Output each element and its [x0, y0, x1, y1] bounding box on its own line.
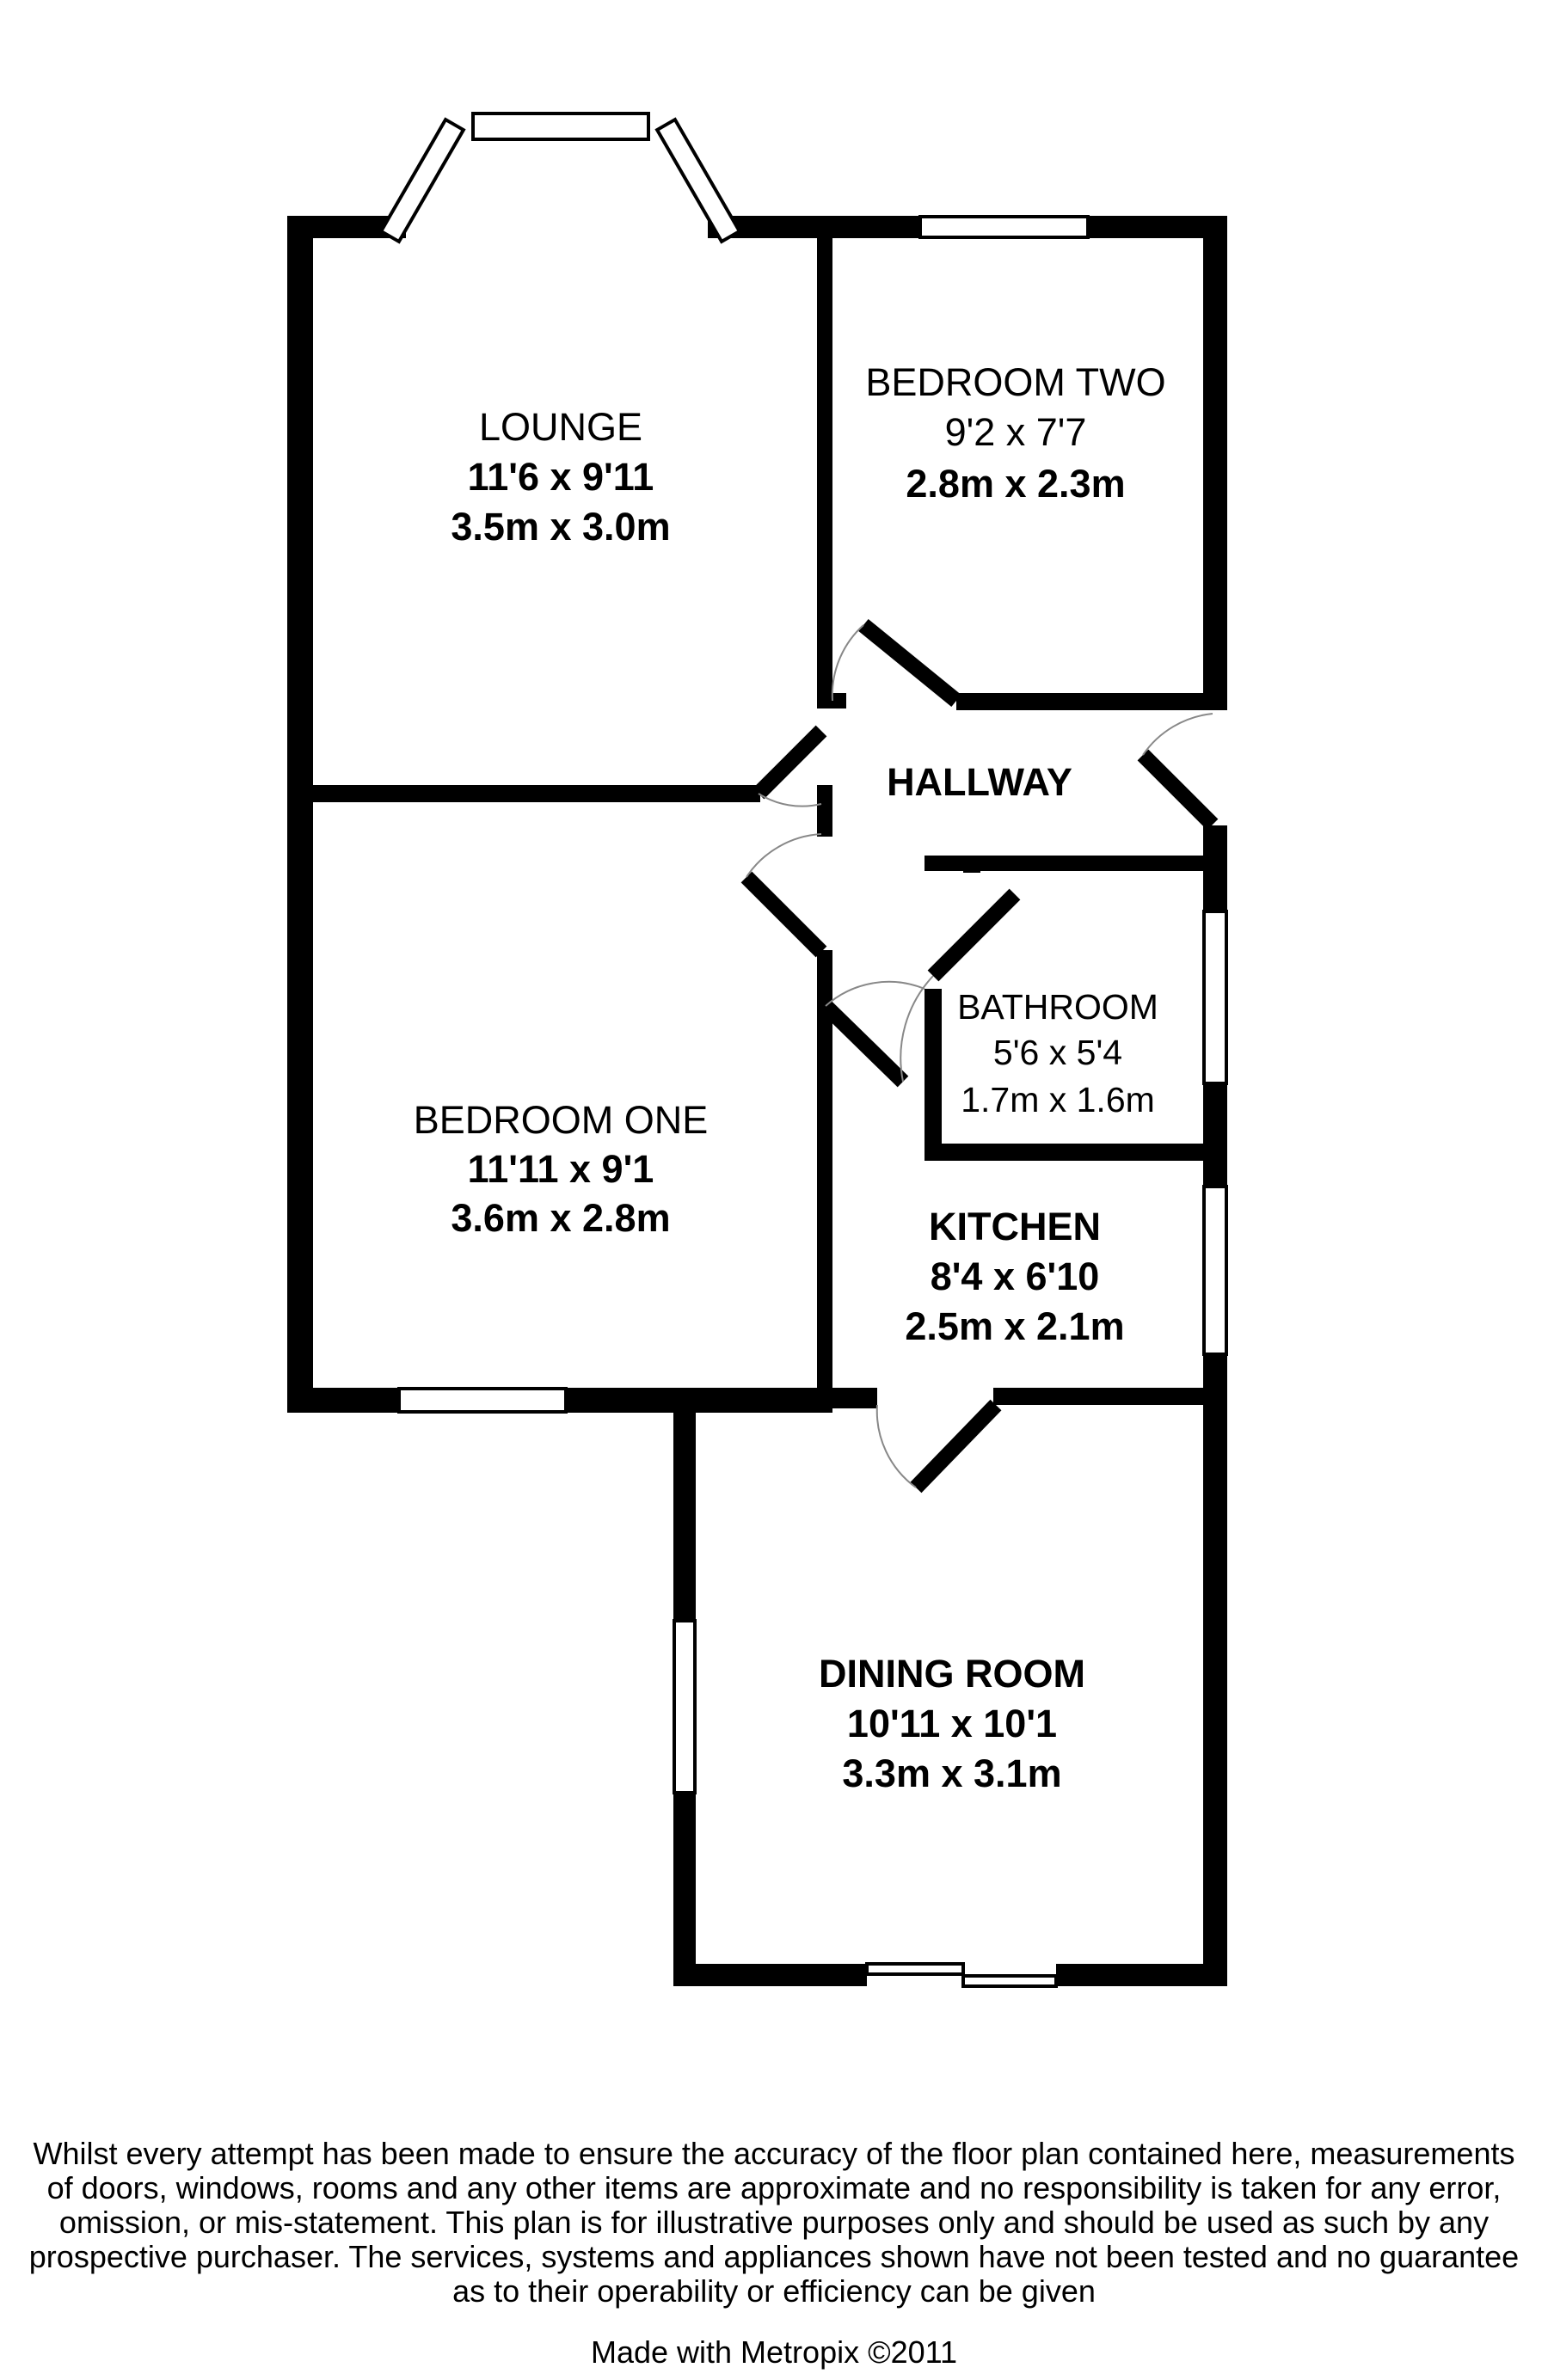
- wall-bedroom-two-north-left: [817, 216, 920, 238]
- wall-bedroom-one-south-left: [287, 1388, 399, 1413]
- dining-room-patio-door-left: [865, 1962, 965, 1976]
- wall-dining-east: [1203, 1393, 1227, 1986]
- lounge-imperial: 11'6 x 9'11: [468, 455, 654, 499]
- lounge-door-leaf: [752, 725, 827, 800]
- disclaimer-line: as to their operability or efficiency ca…: [452, 2273, 1096, 2309]
- wall-lounge-east: [817, 216, 832, 706]
- bedroom-one-imperial: 11'11 x 9'1: [468, 1147, 654, 1191]
- bedroom-one-door-swing: [746, 833, 822, 878]
- wall-dining-north: [673, 1393, 877, 1408]
- wall-kitchen-south: [993, 1388, 1227, 1405]
- bedroom-two-door-leaf: [858, 619, 961, 707]
- hallway-name: HALLWAY: [887, 760, 1072, 804]
- dining-room-patio-door-right: [961, 1974, 1058, 1988]
- front-door-swing: [1142, 713, 1213, 756]
- dining-room-name: DINING ROOM: [819, 1652, 1085, 1696]
- wall-dining-south-right: [1056, 1964, 1227, 1986]
- bedroom-two-door-swing: [831, 624, 864, 702]
- wall-west: [287, 216, 313, 1413]
- wall-bedroom-two-east: [1203, 216, 1227, 710]
- bathroom-window: [1202, 910, 1228, 1085]
- kitchen-name: KITCHEN: [929, 1205, 1101, 1248]
- bathroom-imperial: 5'6 x 5'4: [993, 1033, 1122, 1072]
- wall-bedroom-one-east: [817, 950, 832, 1402]
- wall-bathroom-north: [924, 856, 1227, 871]
- bedroom-one-window: [397, 1387, 568, 1414]
- bathroom-metric: 1.7m x 1.6m: [961, 1080, 1155, 1119]
- bathroom-door-leaf: [927, 888, 1021, 982]
- front-door-leaf: [1137, 749, 1219, 831]
- wall-bedroom-two-south-right: [956, 693, 1227, 710]
- bedroom-one-name: BEDROOM ONE: [414, 1098, 709, 1142]
- kitchen-window: [1202, 1185, 1228, 1356]
- wall-bathroom-south: [924, 1144, 1227, 1161]
- bedroom-one-door-leaf: [740, 871, 827, 958]
- wall-kitchen-west: [817, 950, 832, 967]
- wall-lounge-south: [287, 785, 760, 802]
- disclaimer-line: Whilst every attempt has been made to en…: [33, 2136, 1515, 2171]
- bedroom-two-name: BEDROOM TWO: [865, 360, 1165, 404]
- wall-lounge-south-stub: [817, 785, 832, 837]
- dining-room-metric: 3.3m x 3.1m: [842, 1751, 1061, 1795]
- kitchen-imperial: 8'4 x 6'10: [931, 1254, 1100, 1298]
- disclaimer-line: omission, or mis-statement. This plan is…: [58, 2205, 1490, 2240]
- kitchen-door-leaf: [820, 1000, 909, 1088]
- disclaimer-line: prospective purchaser. The services, sys…: [28, 2239, 1520, 2274]
- lounge-bay-window-right: [654, 117, 742, 244]
- wall-dining-south-left: [673, 1964, 867, 1986]
- lounge-bay-window-left: [378, 117, 466, 244]
- metropix-credit: Made with Metropix ©2011: [590, 2334, 958, 2370]
- dining-room-door-leaf: [910, 1399, 1002, 1494]
- kitchen-door-swing: [825, 980, 925, 1007]
- bedroom-two-imperial: 9'2 x 7'7: [945, 410, 1087, 454]
- wall-bathroom-west: [924, 989, 942, 1161]
- lounge-metric: 3.5m x 3.0m: [451, 505, 670, 549]
- kitchen-metric: 2.5m x 2.1m: [905, 1304, 1124, 1348]
- disclaimer: Whilst every attempt has been made to en…: [0, 2137, 1548, 2309]
- door-swings: [746, 624, 1213, 1488]
- room-labels: LOUNGE 11'6 x 9'11 3.5m x 3.0m BEDROOM T…: [414, 360, 1166, 1795]
- lounge-name: LOUNGE: [479, 405, 642, 449]
- bathroom-door-swing: [900, 975, 934, 1083]
- dining-room-window: [673, 1619, 697, 1794]
- bedroom-two-metric: 2.8m x 2.3m: [906, 462, 1125, 506]
- bathroom-name: BATHROOM: [957, 987, 1158, 1027]
- dining-room-imperial: 10'11 x 10'1: [847, 1702, 1057, 1745]
- windows: [378, 112, 1228, 1988]
- bedroom-two-window: [918, 215, 1090, 239]
- lounge-bay-window-front: [471, 112, 650, 141]
- bedroom-one-metric: 3.6m x 2.8m: [451, 1196, 670, 1240]
- wall-bathroom-west-top: [963, 856, 980, 873]
- doors: [740, 619, 1219, 1494]
- disclaimer-line: of doors, windows, rooms and any other i…: [46, 2170, 1502, 2205]
- dining-room-door-swing: [875, 1404, 917, 1488]
- lounge-door-swing: [758, 793, 822, 807]
